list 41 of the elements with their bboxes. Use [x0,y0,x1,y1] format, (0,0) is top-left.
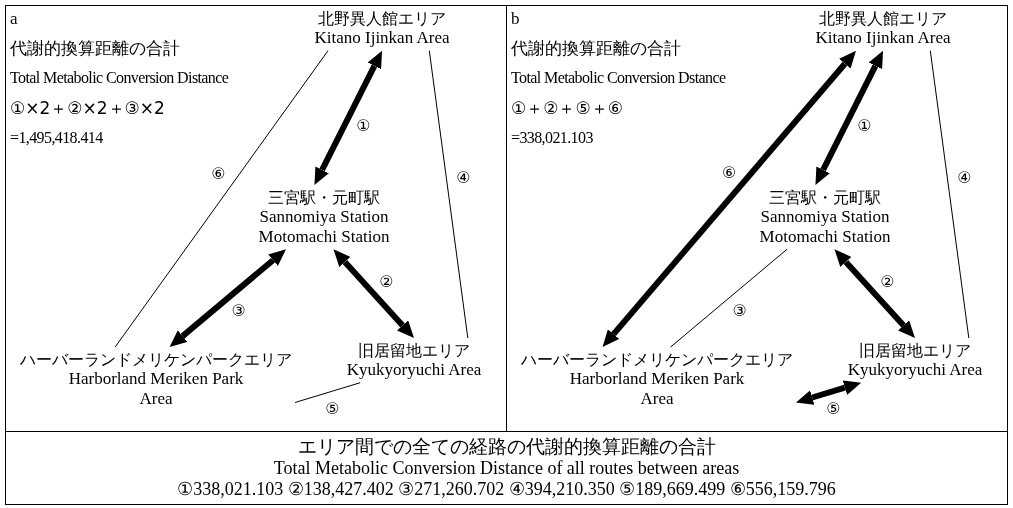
connector-line [670,248,788,348]
arrow [815,50,884,185]
area-name-english: Kyukyoryuchi Area [346,360,482,380]
panel-letter: a [10,10,17,27]
arrow [169,249,286,348]
heading-text: Total Metabolic Conversion Dstance [511,70,726,86]
arrow [314,50,383,185]
summary-heading: エリア間での全ての経路の代謝的換算距離の合計 [297,435,716,458]
area-name: ハーバーランドメリケンパークエリア [20,350,292,370]
connector-line [428,50,469,339]
area-name: 旧居留地エリア [859,341,971,361]
arrow [333,249,415,338]
area-name-english: Sannomiya Station Motomachi Station [758,207,892,247]
heading-text: 代謝的換算距離の合計 [511,40,681,57]
area-name-english: Sannomiya Station Motomachi Station [257,207,391,247]
connector-line [114,50,329,348]
area-name: 旧居留地エリア [358,341,470,361]
route-totals: ①338,021.103 ②138,427.402 ③271,260.702 ④394,210.350 ⑤189,669.499 ⑥556,159.796 [177,479,836,501]
area-name: 北野異人館エリア [318,9,446,29]
panel-letter: b [511,10,519,27]
formula-text: ①＋②＋⑤＋⑥ [511,100,623,117]
arrow [834,249,916,338]
arrow [602,50,856,347]
heading-text: 代謝的換算距離の合計 [10,40,180,57]
area-name-english: Harborland Meriken Park Area [67,369,245,409]
formula-text: ①×2＋②×2＋③×2 [10,100,165,117]
heading-text: Total Metabolic Conversion Distance [10,70,229,86]
area-name-english: Kyukyoryuchi Area [847,360,983,380]
total-value: =338,021.103 [511,130,593,146]
area-name: ハーバーランドメリケンパークエリア [521,350,793,370]
area-name: 三宮駅・元町駅 [268,188,380,208]
arrow [796,380,862,405]
summary-heading-english: Total Metabolic Conversion Distance of all routes between areas [273,457,740,480]
area-name: 三宮駅・元町駅 [769,188,881,208]
connector-line [294,382,361,403]
area-name-english: Kitano Ijinkan Area [815,28,951,48]
area-name: 北野異人館エリア [819,9,947,29]
area-name-english: Harborland Meriken Park Area [568,369,746,409]
connector-line [929,50,970,339]
total-value: =1,495,418.414 [10,130,103,146]
area-name-english: Kitano Ijinkan Area [314,28,450,48]
